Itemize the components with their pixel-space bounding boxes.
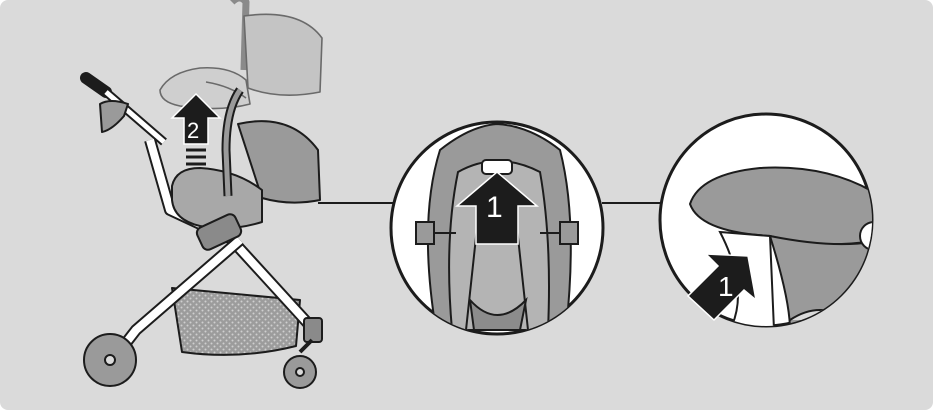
- step-1-label-center: 1: [486, 191, 503, 224]
- front-wheel: [284, 356, 316, 388]
- stroller-with-car-seat-icon: [84, 0, 322, 388]
- detail-circle-release-button: 1: [391, 122, 603, 334]
- rear-wheel: [84, 334, 136, 386]
- step-2-label: 2: [187, 118, 199, 143]
- cup-holder: [100, 101, 128, 132]
- step-1-label-right: 1: [718, 271, 734, 302]
- detail-circle-handle-button: 1: [660, 114, 888, 330]
- stroller-push-handle: [86, 78, 106, 92]
